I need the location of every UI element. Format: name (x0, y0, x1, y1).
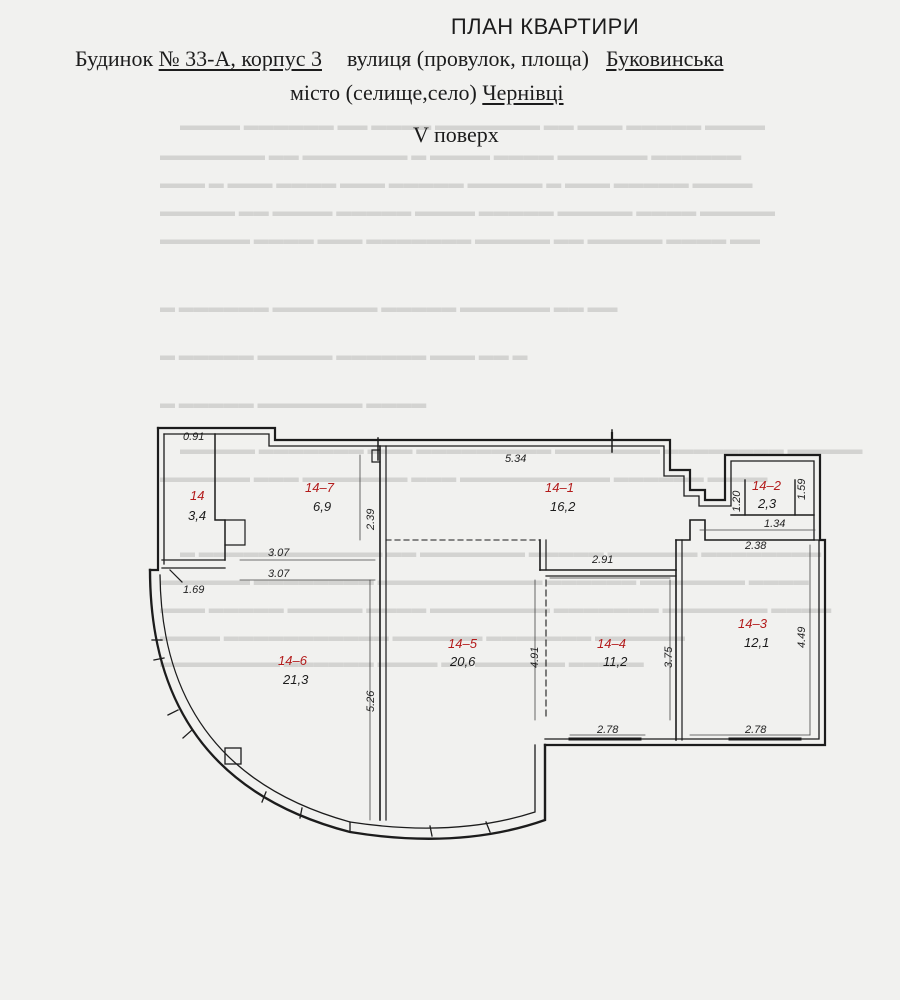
dimension-lines (239, 454, 816, 821)
floor-label: V поверх (413, 122, 499, 147)
room-14-7-area: 6,9 (313, 499, 331, 514)
show-through-text: ▬ ▬▬▬▬▬ ▬▬▬▬▬ ▬▬▬▬▬▬ ▬▬▬ ▬▬ ▬ (160, 348, 528, 364)
dim-3-07-bottom: 3.07 (268, 568, 290, 580)
outer-walls (148, 426, 827, 747)
curved-bay-wall (148, 568, 547, 840)
city-line: місто (селище,село) Чернівці (290, 80, 564, 106)
dimension-values: 0.91 5.34 1.20 1.59 1.34 2.39 3.07 3.07 … (183, 431, 808, 736)
dim-2-38: 2.38 (744, 540, 767, 552)
dim-2-78-left: 2.78 (596, 724, 619, 736)
room-14-5-id: 14–5 (448, 636, 478, 651)
room-14-3-area: 12,1 (744, 635, 769, 650)
dim-4-91: 4.91 (529, 647, 541, 668)
dim-1-59: 1.59 (796, 479, 808, 500)
room-14-4-area: 11,2 (603, 654, 628, 669)
show-through-text: ▬▬▬▬ ▬▬▬▬▬▬ ▬▬ ▬▬▬▬ ▬▬▬▬▬▬▬ ▬▬ ▬▬▬ ▬▬▬▬▬… (180, 118, 765, 134)
show-through-text: ▬▬▬▬ ▬▬▬▬▬▬▬▬▬▬▬ ▬▬▬▬▬▬ ▬▬▬▬▬▬▬ ▬▬▬▬▬▬ (160, 629, 685, 645)
dim-0-91: 0.91 (183, 431, 204, 443)
show-through-text: ▬ ▬▬▬▬▬ ▬▬▬▬▬▬▬ ▬▬ ▬▬▬▬▬▬▬ ▬▬▬▬▬ ▬▬▬▬▬▬ … (180, 545, 822, 561)
dim-5-34: 5.34 (505, 453, 526, 465)
street-value: Буковинська (606, 46, 724, 71)
dim-5-26: 5.26 (365, 690, 377, 712)
dim-2-91: 2.91 (591, 554, 613, 566)
dim-2-78-right: 2.78 (744, 724, 767, 736)
show-through-text: ▬▬▬▬▬▬ ▬▬▬▬ ▬▬▬ ▬▬▬▬▬▬▬ ▬▬▬▬▬ ▬▬ ▬▬▬▬▬ ▬… (160, 232, 760, 248)
show-through-text: ▬▬▬▬▬▬▬▬ ▬▬▬▬▬▬ ▬▬▬▬ ▬▬ ▬▬▬▬▬▬ ▬▬▬▬▬ (160, 655, 644, 671)
street-label: вулиця (провулок, площа) (346, 46, 590, 71)
show-through-text: ▬ ▬▬▬▬▬▬ ▬▬▬▬▬▬▬ ▬▬▬▬▬ ▬▬▬▬▬▬ ▬▬ ▬▬ (160, 300, 618, 316)
dim-3-07-top: 3.07 (268, 547, 290, 559)
dim-2-39: 2.39 (365, 509, 377, 531)
show-through-text: ▬▬▬▬▬▬ ▬▬▬▬▬▬▬▬ ▬▬▬▬▬▬▬▬▬▬▬ ▬▬▬▬▬▬ ▬▬▬▬▬… (160, 573, 809, 589)
dim-4-49: 4.49 (796, 627, 808, 648)
show-through-text: ▬ ▬▬▬▬▬ ▬▬▬▬▬▬▬ ▬▬▬▬ (160, 396, 427, 412)
city-label: місто (селище,село) (290, 80, 477, 105)
building-value: № 33-А, корпус 3 (158, 46, 322, 71)
building-label: Будинок (75, 46, 154, 71)
address-line: Будинок № 33-А, корпус 3 вулиця (провуло… (75, 46, 724, 72)
dim-1-34: 1.34 (764, 518, 785, 530)
room-14-1-area: 16,2 (550, 499, 576, 514)
dim-1-69: 1.69 (183, 584, 204, 596)
show-through-text: ▬▬▬▬▬▬ ▬▬▬ ▬▬▬▬▬▬▬ ▬▬▬ ▬▬▬▬▬▬▬▬▬▬ ▬▬▬▬▬▬… (160, 470, 768, 486)
room-labels: 14 3,4 14–7 6,9 14–1 16,2 14–2 2,3 14–6 … (188, 478, 782, 687)
show-through-text: ▬▬▬ ▬▬▬▬▬ ▬▬▬▬▬ ▬▬▬▬ ▬▬▬▬▬▬▬▬ ▬▬▬▬▬▬▬ ▬▬… (160, 601, 832, 617)
show-through-text: ▬▬▬▬▬ ▬▬ ▬▬▬▬ ▬▬▬▬▬ ▬▬▬▬ ▬▬▬▬▬ ▬▬▬▬▬ ▬▬▬… (160, 204, 775, 220)
interior-walls (161, 445, 815, 821)
room-14-2-area: 2,3 (757, 496, 777, 511)
room-14-6-id: 14–6 (278, 653, 308, 668)
room-14-5-area: 20,6 (449, 654, 476, 669)
show-through-text: ▬▬▬ ▬ ▬▬▬ ▬▬▬▬ ▬▬▬ ▬▬▬▬▬ ▬▬▬▬▬ ▬ ▬▬▬ ▬▬▬… (160, 176, 753, 192)
room-14-id: 14 (190, 488, 204, 503)
room-14-1-id: 14–1 (545, 480, 574, 495)
room-14-area: 3,4 (188, 508, 206, 523)
room-14-6-area: 21,3 (282, 672, 309, 687)
room-14-7-id: 14–7 (305, 480, 335, 495)
plan-title: ПЛАН КВАРТИРИ (450, 14, 640, 39)
dim-1-20: 1.20 (731, 490, 743, 512)
show-through-text: ▬▬▬▬▬▬▬ ▬▬ ▬▬▬▬▬▬▬ ▬ ▬▬▬▬ ▬▬▬▬ ▬▬▬▬▬▬ ▬▬… (160, 148, 742, 164)
dim-3-75: 3.75 (663, 646, 675, 668)
room-14-2-id: 14–2 (752, 478, 782, 493)
room-14-3-id: 14–3 (738, 616, 768, 631)
city-value: Чернівці (482, 80, 564, 105)
room-14-4-id: 14–4 (597, 636, 626, 651)
